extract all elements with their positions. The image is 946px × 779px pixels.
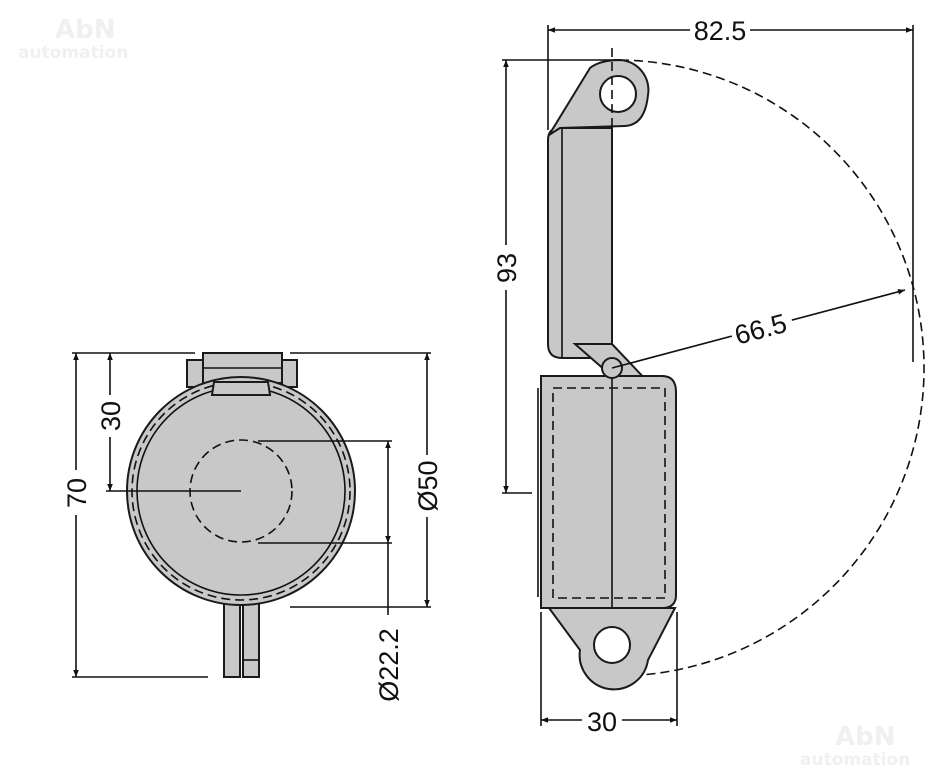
watermark-brand: AbN (55, 15, 116, 45)
dim-label-93: 93 (492, 253, 522, 283)
watermark-sub: automation (18, 43, 128, 63)
dim-label-d22-2: Ø22.2 (374, 628, 404, 702)
body (540, 375, 677, 609)
swing-arc (611, 59, 925, 677)
dim-label-82-5: 82.5 (694, 16, 747, 46)
dim-label-66-5: 66.5 (731, 308, 790, 351)
side-view: 82.5 93 66.5 30 (492, 15, 925, 737)
lower-lug-hole (593, 626, 631, 664)
watermark-top-left: AbN automation (18, 15, 128, 63)
watermark-sub: automation (800, 750, 910, 770)
hinge-lip (210, 381, 272, 396)
dim-label-d50: Ø50 (413, 460, 443, 511)
body-dashed-inner (552, 387, 666, 599)
dim-label-30: 30 (96, 401, 126, 431)
front-view: 70 30 Ø50 Ø22.2 (62, 352, 443, 702)
upper-lug-hole (599, 75, 637, 113)
latch-tab-right (242, 597, 260, 678)
lid-arm (547, 127, 613, 359)
watermark-brand: AbN (835, 722, 896, 752)
watermark-bottom-right: AbN automation (800, 722, 910, 770)
dim-label-70: 70 (62, 478, 92, 508)
dim-label-30-depth: 30 (587, 707, 617, 737)
latch-tab-left (223, 597, 241, 678)
